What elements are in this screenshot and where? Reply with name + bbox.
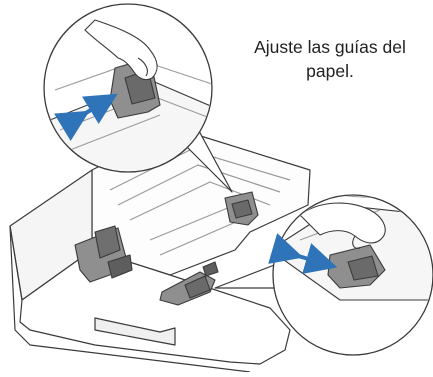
zoom-circle-left [43, 3, 213, 173]
hand-icon [84, 19, 158, 81]
zoom-circle-right [268, 194, 433, 356]
instruction-caption: Ajuste las guías del papel. [230, 35, 430, 83]
side-guide-left [74, 225, 133, 283]
double-arrow-icon [54, 93, 118, 141]
instruction-line-1: Ajuste las guías del [254, 37, 406, 57]
length-guide [159, 261, 219, 306]
side-guide-right [224, 191, 259, 226]
instruction-line-2: papel. [306, 61, 354, 81]
